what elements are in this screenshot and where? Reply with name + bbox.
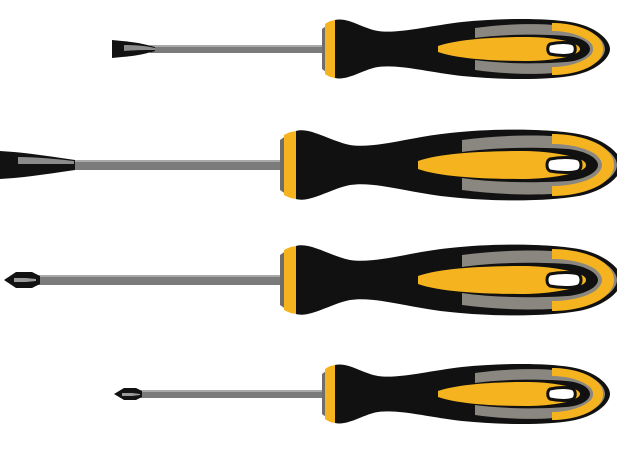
flat-tip-highlight bbox=[124, 45, 155, 51]
screwdriver-phillips-short bbox=[114, 362, 612, 426]
handle bbox=[278, 128, 617, 202]
screwdriver-slotted-short bbox=[112, 17, 612, 81]
shaft-highlight bbox=[34, 275, 290, 277]
shaft bbox=[34, 275, 290, 285]
shaft-highlight bbox=[150, 45, 330, 47]
flat-tip-highlight bbox=[18, 157, 74, 164]
screwdriver-phillips-long bbox=[4, 243, 617, 317]
screwdriver-slotted-long bbox=[0, 128, 617, 202]
shaft-highlight bbox=[140, 390, 330, 392]
shaft bbox=[150, 45, 330, 53]
flat-tip bbox=[0, 151, 75, 179]
shaft bbox=[140, 390, 330, 398]
phillips-tip-highlight bbox=[122, 393, 140, 396]
handle bbox=[278, 243, 617, 317]
handle bbox=[320, 362, 612, 426]
phillips-tip-highlight bbox=[14, 278, 36, 282]
handle bbox=[320, 17, 612, 81]
shaft-highlight bbox=[65, 160, 290, 162]
shaft bbox=[65, 160, 290, 170]
